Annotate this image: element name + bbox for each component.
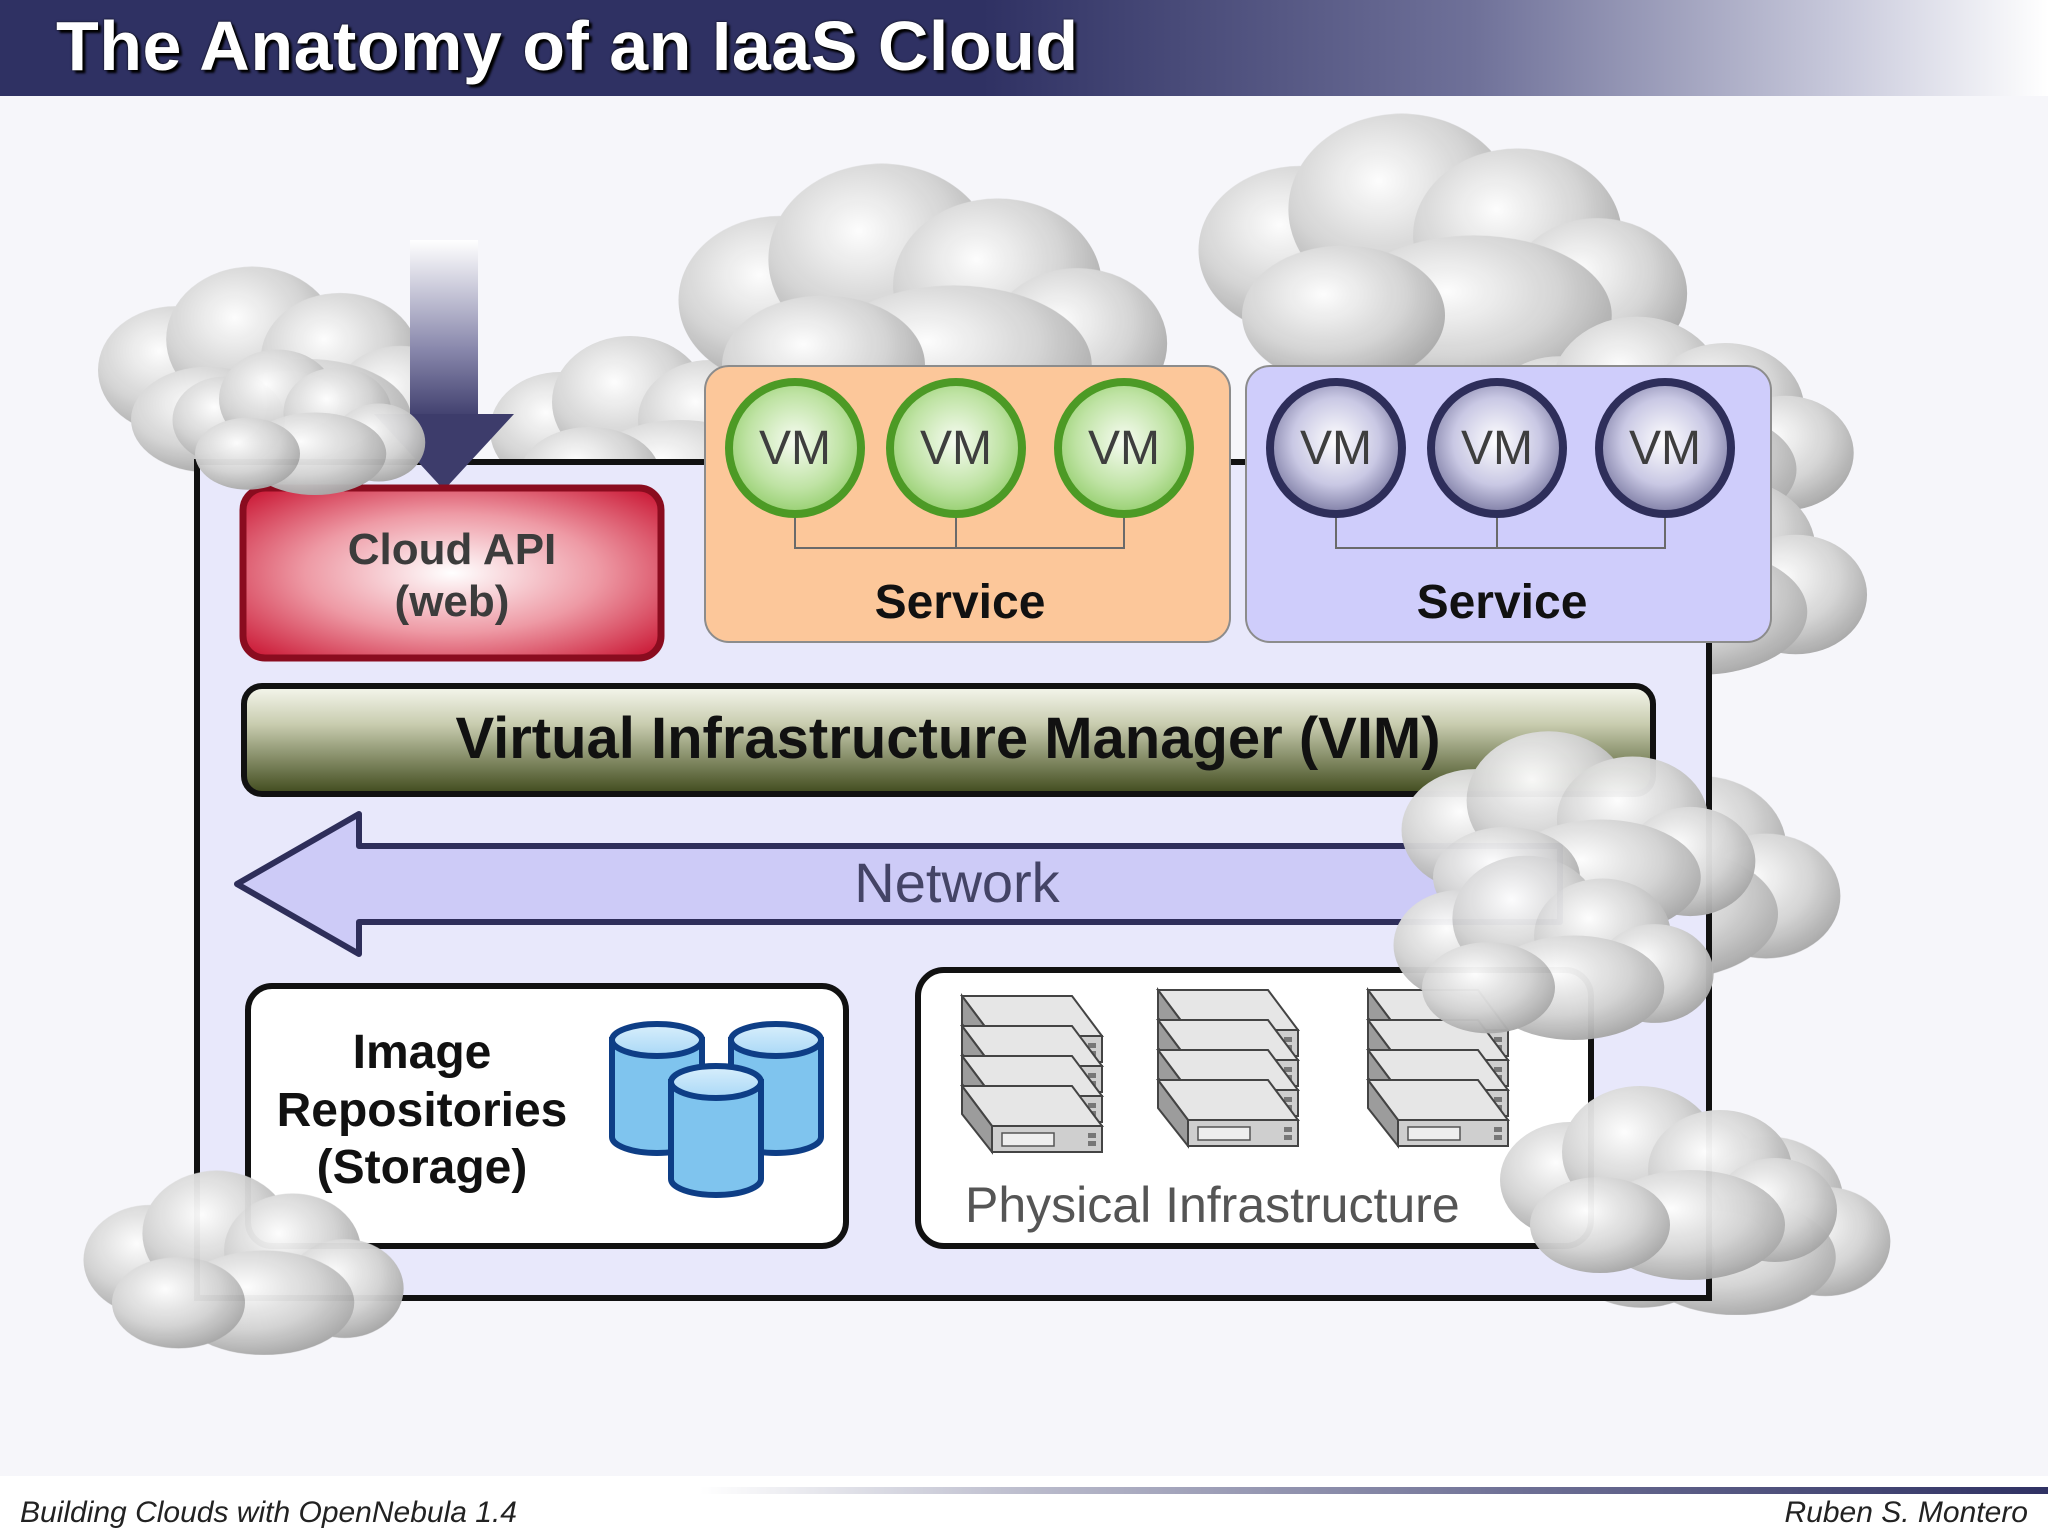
storage-label-line3: (Storage) [317, 1141, 528, 1194]
service-label: Service [875, 576, 1046, 629]
service-box-1: VM VM VM Service [704, 365, 1231, 643]
vm-icon: VM [1266, 378, 1406, 518]
image-repositories-box: Image Repositories (Storage) [245, 983, 849, 1249]
server-rack-icon [1157, 989, 1299, 1147]
footer-presentation-title: Building Clouds with OpenNebula 1.4 [20, 1496, 517, 1529]
vm-label: VM [1088, 422, 1160, 475]
cloud-api-label-line2: (web) [395, 577, 510, 626]
vim-label: Virtual Infrastructure Manager (VIM) [455, 706, 1440, 771]
vm-label: VM [920, 422, 992, 475]
cloud-api-label-line1: Cloud API [348, 525, 557, 574]
storage-label-line2: Repositories [277, 1084, 568, 1137]
physical-infrastructure-label: Physical Infrastructure [965, 1177, 1460, 1233]
vm-label: VM [759, 422, 831, 475]
vm-label: VM [1629, 422, 1701, 475]
vm-label: VM [1300, 422, 1372, 475]
footer-author: Ruben S. Montero [1784, 1496, 2028, 1529]
vm-icon: VM [1595, 378, 1735, 518]
vm-icon: VM [886, 378, 1026, 518]
storage-label-line1: Image [353, 1026, 492, 1079]
vm-label: VM [1461, 422, 1533, 475]
vm-icon: VM [725, 378, 865, 518]
service-label: Service [1417, 576, 1588, 629]
server-rack-icon [961, 995, 1103, 1153]
vm-icon: VM [1054, 378, 1194, 518]
network-label: Network [854, 851, 1060, 914]
cloud-api-box: Cloud API (web) [239, 484, 665, 662]
database-icon [609, 1021, 824, 1198]
title-bar: The Anatomy of an IaaS Cloud [0, 0, 2048, 96]
vim-bar: Virtual Infrastructure Manager (VIM) [241, 683, 1656, 797]
footer-divider [700, 1487, 2048, 1494]
vm-icon: VM [1427, 378, 1567, 518]
physical-infrastructure-box: Physical Infrastructure [915, 967, 1594, 1249]
service-box-2: VM VM VM Service [1245, 365, 1772, 643]
slide-title: The Anatomy of an IaaS Cloud [56, 7, 1079, 85]
